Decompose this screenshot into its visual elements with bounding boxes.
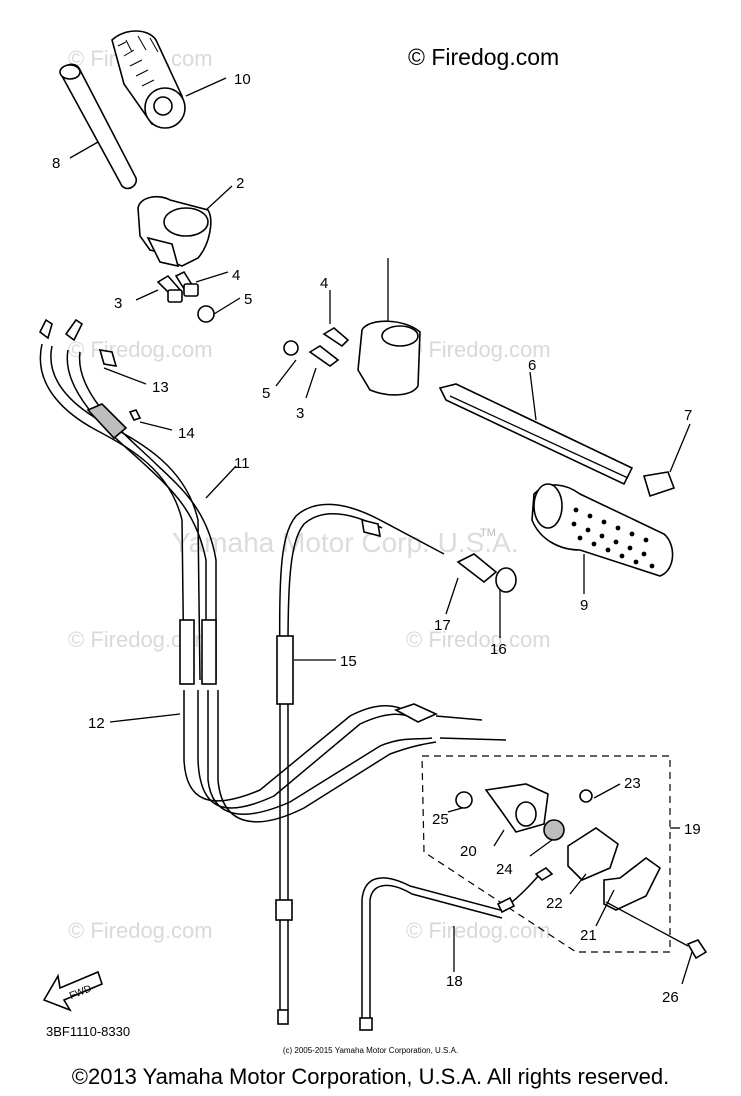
callout-13: 13 [152, 379, 169, 396]
callout-17: 17 [434, 617, 451, 634]
watermark: © Firedog.com [406, 918, 551, 943]
throttle-grip-part [111, 30, 186, 129]
trademark-watermark: Yamaha Motor Corp. U.S.A. [172, 527, 519, 558]
choke-lever-assembly [421, 755, 708, 960]
callout-26: 26 [662, 989, 679, 1006]
callout-2: 2 [236, 175, 244, 192]
callout-25: 25 [432, 811, 449, 828]
throttle-housing-part [137, 195, 212, 268]
trademark-symbol: TM [480, 527, 496, 539]
choke-cable-lower [359, 866, 554, 1031]
callout-20: 20 [460, 843, 477, 860]
callout-3: 3 [296, 405, 304, 422]
right-housing-part [283, 258, 421, 396]
grip-part [531, 483, 674, 577]
callout-15: 15 [340, 653, 357, 670]
fwd-arrow: FWD [42, 970, 103, 1012]
callout-22: 22 [546, 895, 563, 912]
watermark: © Firedog.com [68, 337, 213, 362]
cable-adjuster-part [456, 553, 517, 593]
callout-11: 11 [234, 455, 250, 472]
choke-cable [275, 503, 445, 1025]
footer-copyright: ©2013 Yamaha Motor Corporation, U.S.A. A… [71, 1064, 670, 1089]
callout-4: 4 [232, 267, 240, 284]
callout-21: 21 [580, 927, 597, 944]
callout-10: 10 [234, 71, 251, 88]
callout-3: 3 [114, 295, 122, 312]
small-copyright: (c) 2005-2015 Yamaha Motor Corporation, … [282, 1046, 459, 1055]
callout-9: 9 [580, 597, 588, 614]
callout-4: 4 [320, 275, 328, 292]
callout-12: 12 [88, 715, 105, 732]
watermark: © Firedog.com [68, 918, 213, 943]
watermark-layer: © Firedog.com © Firedog.com © Firedog.co… [68, 46, 551, 943]
firedog-copyright: © Firedog.com [408, 44, 560, 70]
handlebar-part [438, 383, 634, 486]
callout-7: 7 [684, 407, 692, 424]
watermark: © Firedog.com [406, 337, 551, 362]
callout-19: 19 [684, 821, 701, 838]
bar-end-part [642, 471, 676, 498]
callout-5: 5 [244, 291, 252, 308]
callout-16: 16 [490, 641, 507, 658]
callout-24: 24 [496, 861, 513, 878]
diagram-code: 3BF1110-8330 [46, 1024, 131, 1039]
watermark: © Firedog.com [406, 627, 551, 652]
callout-5: 5 [262, 385, 270, 402]
callout-14: 14 [178, 425, 195, 442]
callout-6: 6 [528, 357, 536, 374]
throttle-tube-part [59, 63, 138, 190]
callout-23: 23 [624, 775, 641, 792]
callout-8: 8 [52, 155, 60, 172]
throttle-cables [38, 318, 507, 823]
callout-18: 18 [446, 973, 463, 990]
leader-lines [69, 77, 693, 985]
callout-labels: 10 8 2 4 3 5 4 5 3 6 7 13 14 11 15 9 17 … [52, 71, 701, 1006]
